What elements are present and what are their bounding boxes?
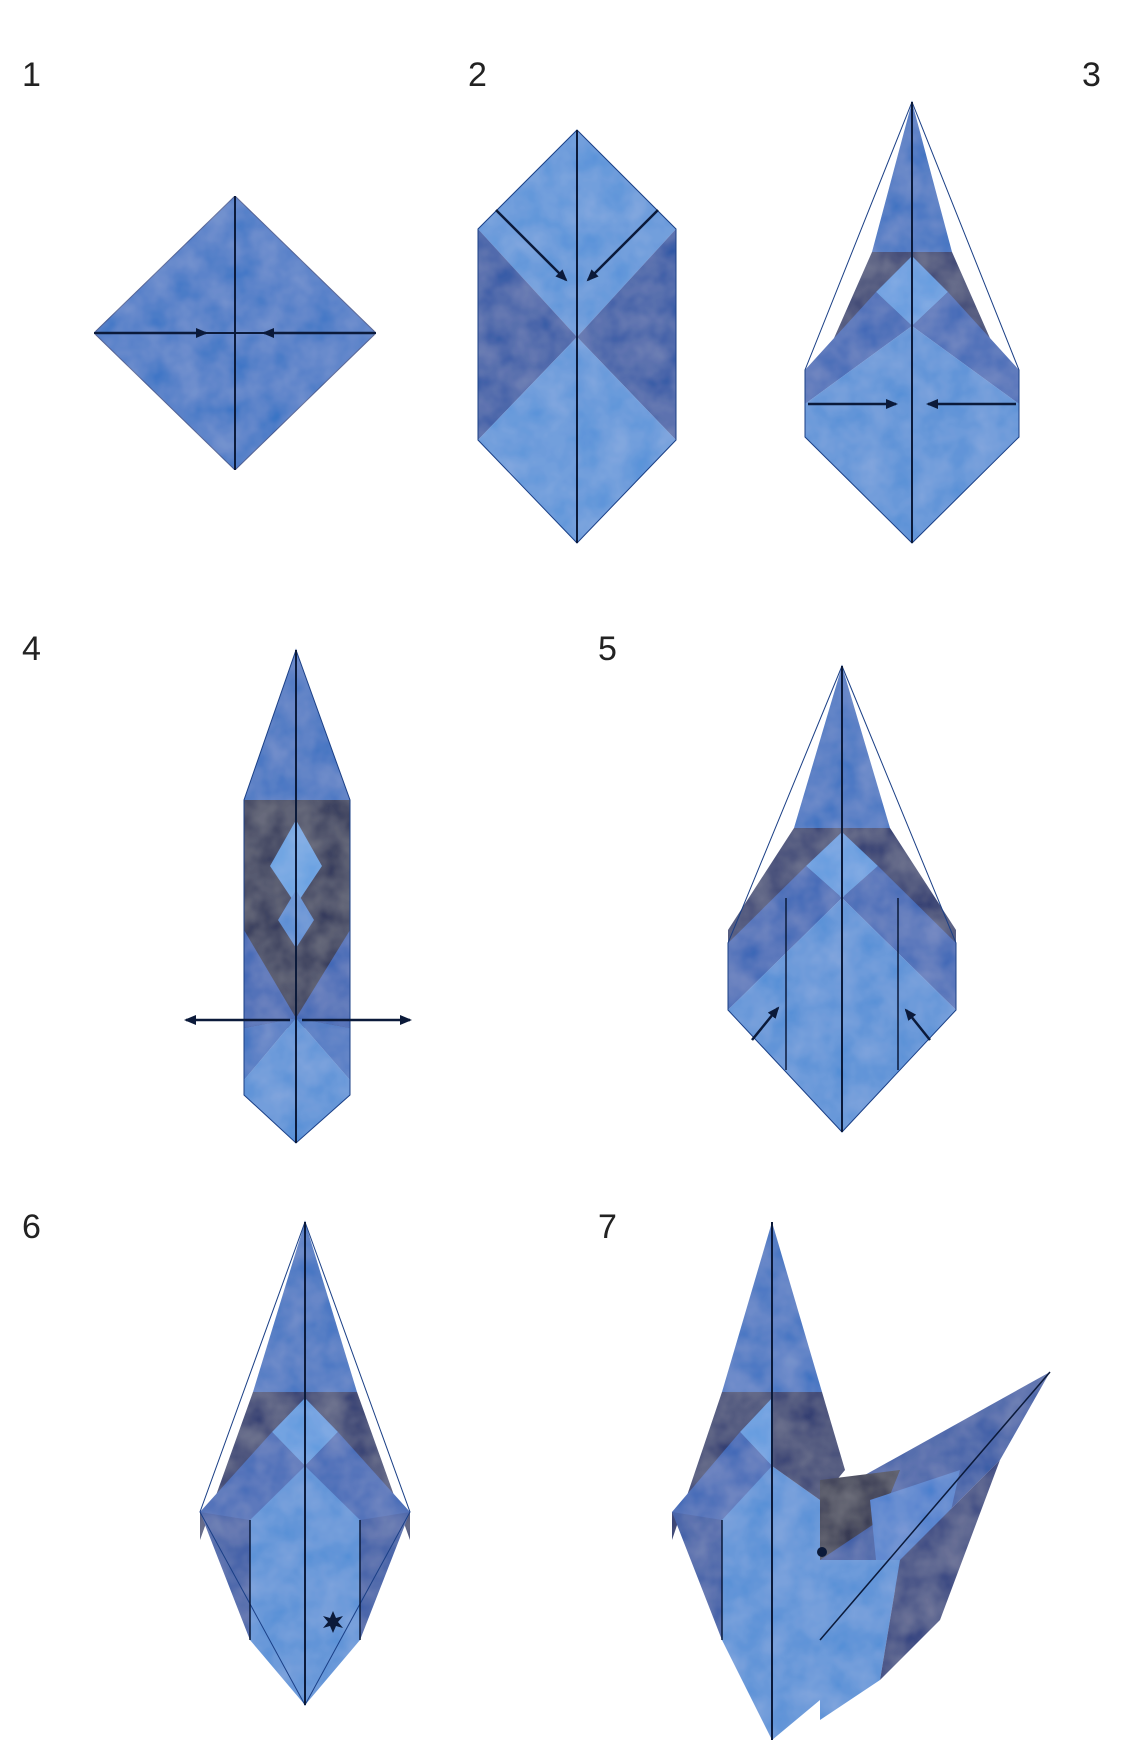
step-3-lines: [805, 102, 1019, 543]
step-6-right-wing: [360, 1512, 410, 1640]
step-6-left-wing: [200, 1512, 250, 1640]
step-7-dot: [817, 1547, 827, 1557]
step-7-left-wing: [672, 1512, 722, 1640]
step-7-figure: [672, 1222, 1050, 1740]
step-1-lines: [94, 196, 376, 470]
